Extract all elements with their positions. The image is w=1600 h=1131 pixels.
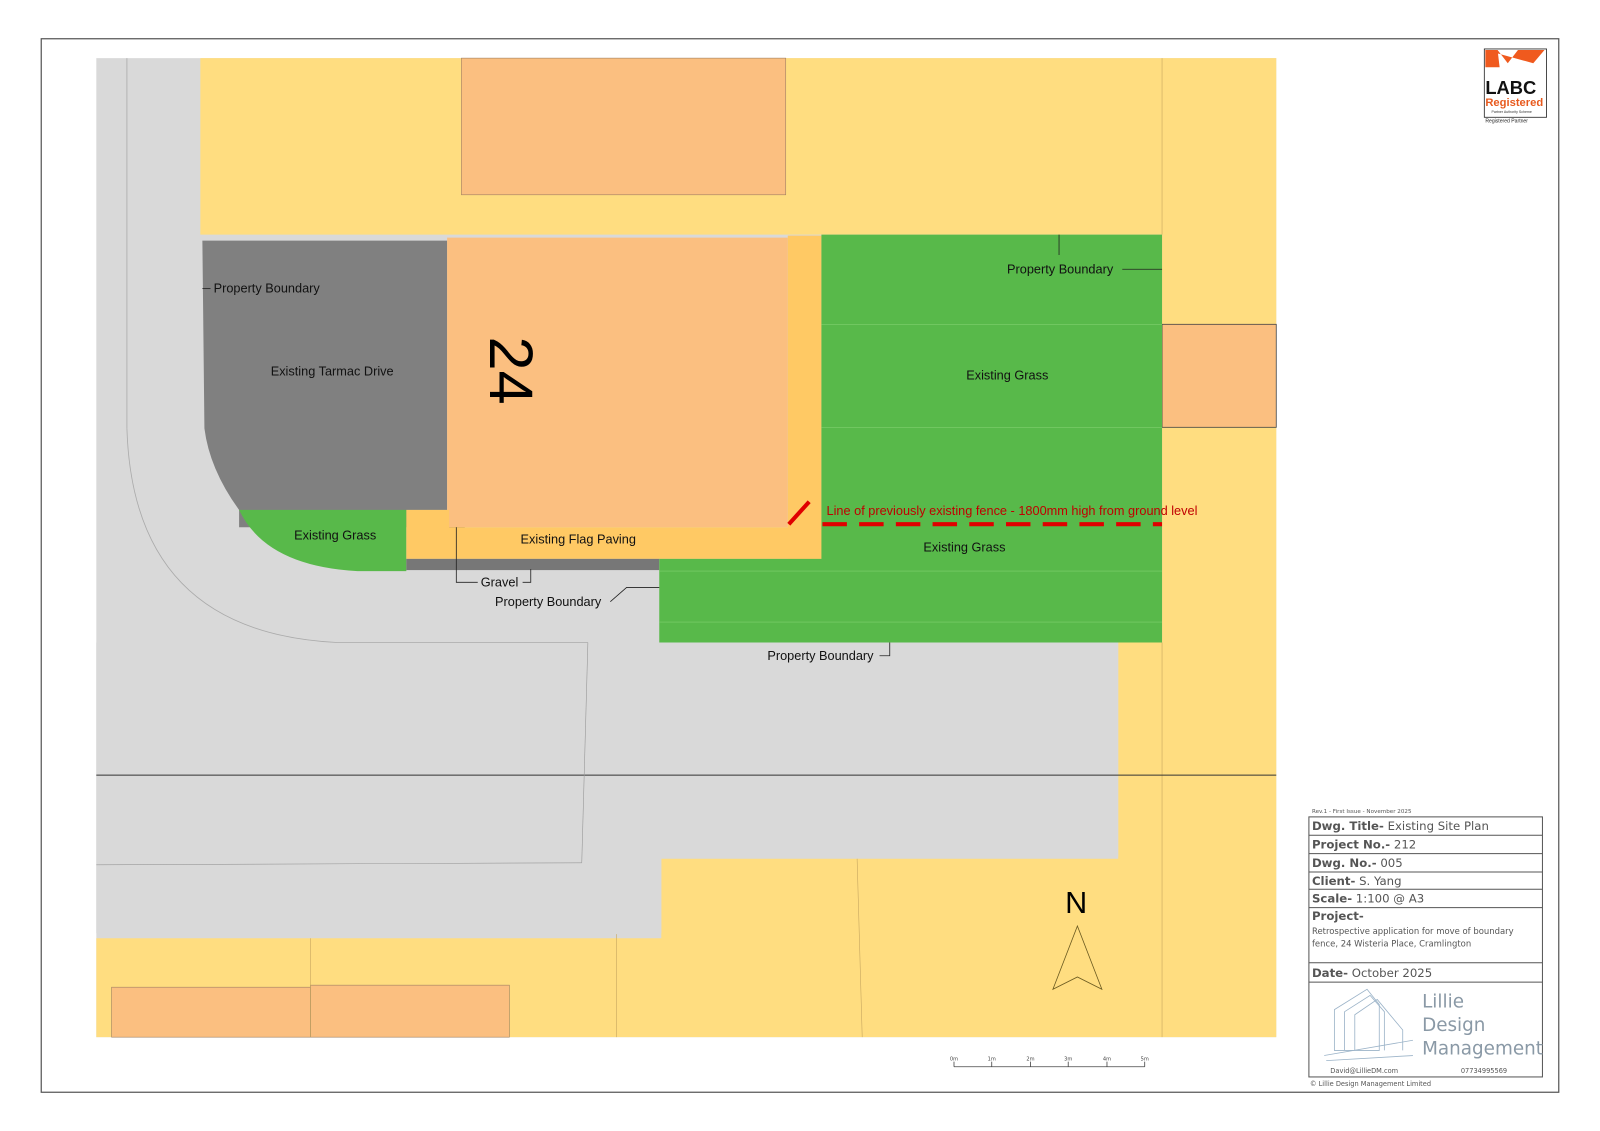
label-property-boundary-south: Property Boundary [495,594,602,609]
title-row-project-no: Project No.- 212 [1312,838,1416,852]
gravel-strip [406,558,660,571]
lillie-house-icon [1324,988,1413,1062]
label-rear-grass: Existing Grass [966,367,1048,382]
label-property-boundary-north: Property Boundary [1007,261,1114,276]
project-description-line1: Retrospective application for move of bo… [1312,926,1514,936]
neighbour-building-south-2 [310,984,510,1038]
road-lower [96,775,1119,934]
company-name-line2: Design [1422,1015,1485,1036]
title-row-scale: Scale- 1:100 @ A3 [1312,892,1424,906]
label-tarmac-drive: Existing Tarmac Drive [271,363,394,378]
scale-tick-label: 5m [1141,1057,1149,1063]
neighbour-building-east [1161,323,1277,428]
scale-tick-label: 0m [950,1057,958,1063]
house-24 [447,237,788,528]
front-grass [239,509,407,572]
scale-tick-label: 4m [1103,1057,1111,1063]
labc-scheme: Partner Authority Scheme [1491,110,1531,114]
scale-tick-label: 3m [1064,1057,1072,1063]
flag-paving [406,509,822,559]
project-description-line2: fence, 24 Wisteria Place, Cramlington [1312,938,1471,948]
north-label: N [1065,886,1087,920]
neighbour-building-south-1 [111,986,311,1038]
title-row-dwg-no: Dwg. No.- 005 [1312,856,1403,870]
title-row-date: Date- October 2025 [1312,966,1432,980]
scale-bar: 0m 1m 2m 3m 4m 5m [950,1057,1149,1068]
label-front-grass: Existing Grass [294,527,376,542]
label-flag-paving: Existing Flag Paving [521,532,636,547]
scale-tick-label: 1m [988,1057,996,1063]
labc-partner: Registered Partner [1485,118,1528,124]
label-side-grass: Existing Grass [923,540,1005,555]
label-gravel: Gravel [481,574,519,589]
title-row-client: Client- S. Yang [1312,874,1402,888]
label-property-boundary-east: Property Boundary [767,648,874,663]
company-email[interactable]: David@LillieDM.com [1330,1067,1398,1075]
title-row-dwg-title: Dwg. Title- Existing Site Plan [1312,819,1489,833]
fence-post-marker [787,500,811,526]
labc-registered: Registered [1485,97,1543,109]
title-block: Rev.1 - First Issue - November 2025 Dwg.… [1308,809,1543,1088]
company-name-line1: Lillie [1422,992,1464,1013]
site-plan-drawing: Property Boundary Existing Tarmac Drive … [96,57,1277,1038]
road-middle [96,642,1119,776]
copyright-notice: © Lillie Design Management Limited [1310,1080,1431,1088]
label-property-boundary-west: Property Boundary [214,281,321,296]
house-number: 24 [477,337,545,405]
scale-tick-label: 2m [1026,1057,1034,1063]
labc-logo: LABC Registered Partner Authority Scheme… [1483,48,1547,124]
north-arrow-icon [1052,924,1103,991]
labc-brand: LABC [1485,77,1536,98]
neighbour-plots [96,58,1277,1038]
revision-note: Rev.1 - First Issue - November 2025 [1312,809,1412,815]
company-name-line3: Management [1422,1039,1543,1060]
label-fence-line: Line of previously existing fence - 1800… [827,503,1198,518]
north-arrow: N [1052,886,1103,991]
side-paving-strip [787,235,822,559]
company-phone: 07734995569 [1461,1067,1507,1075]
neighbour-building-north [461,57,787,196]
project-label: Project- [1312,909,1364,923]
garden-grass [659,234,1163,643]
tarmac-drive [202,240,465,528]
